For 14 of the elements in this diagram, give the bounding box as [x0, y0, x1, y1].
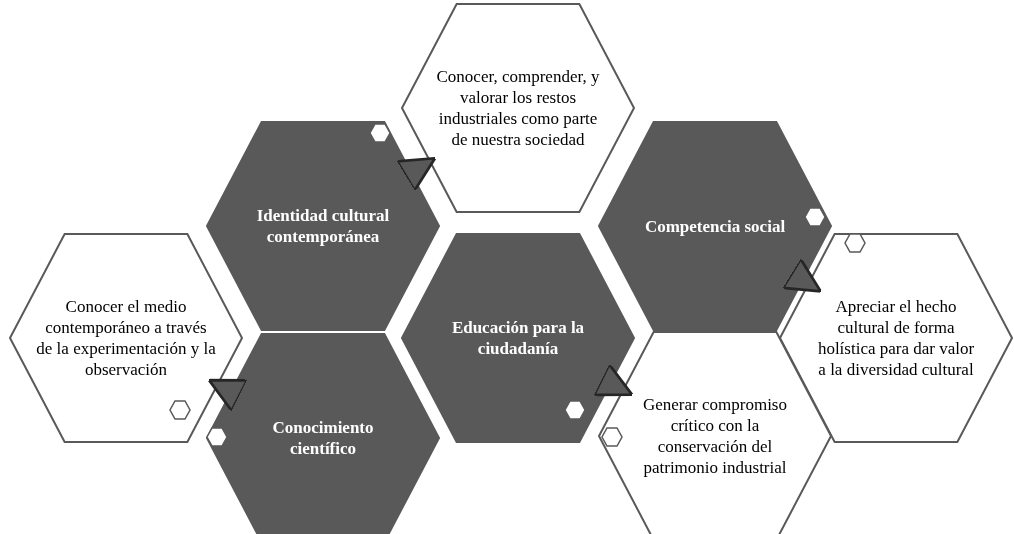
dark-hexagon: [205, 332, 441, 534]
outlined-hexagon: [400, 2, 636, 214]
heading-text: Identidad cultural contemporánea: [255, 205, 391, 247]
dark-hexagon: [205, 120, 441, 332]
description-text: Apreciar el hecho cultural de forma holística para dar valor a la diversidad cultural: [816, 296, 976, 380]
heading-text: Conocimiento científico: [271, 417, 375, 459]
dark-hexagon: [597, 120, 833, 332]
heading-text: Educación para la ciudadanía: [450, 317, 586, 359]
dark-hexagon: [400, 232, 636, 444]
description-text: Conocer el medio contemporáneo a través de la experimentación y la observación: [36, 296, 216, 380]
description-text: Conocer, comprender, y valorar los restos industriales como parte de nuestra sociedad: [435, 66, 601, 150]
outlined-hexagon: [8, 232, 244, 444]
description-text: Generar compromiso crítico con la conservación del patrimonio industrial: [642, 394, 788, 478]
heading-text: Competencia social: [643, 215, 787, 237]
